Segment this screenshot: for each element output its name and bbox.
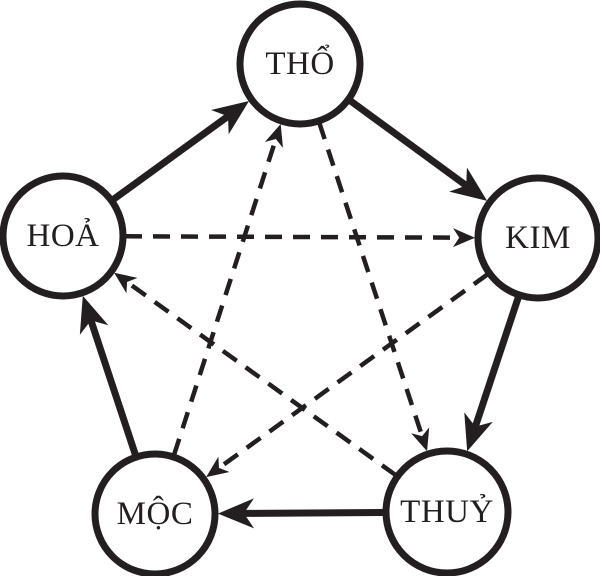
edge-hoa-tho-line — [111, 111, 234, 203]
edge-moc-tho-arrowhead — [264, 123, 283, 148]
edge-moc-hoa-arrowhead — [79, 295, 109, 335]
edge-hoa-kim-arrowhead — [452, 228, 476, 248]
edge-thuy-hoa-arrowhead — [114, 272, 138, 294]
edge-moc-hoa-line — [86, 315, 139, 457]
node-circle-kim — [474, 174, 600, 302]
node-circle-moc — [91, 450, 219, 576]
node-label-moc: MỘC — [117, 494, 194, 532]
edge-kim-moc-arrowhead — [206, 456, 230, 478]
node-circle-thuy — [382, 447, 512, 576]
edge-tho-thuy-arrowhead — [411, 427, 430, 452]
edge-thuy-hoa-line — [123, 278, 398, 478]
edge-tho-kim-arrowhead — [449, 167, 488, 201]
edge-thuy-moc-line — [240, 508, 385, 517]
node-label-tho: THỔ — [265, 43, 334, 82]
edge-kim-moc-line — [215, 272, 490, 472]
node-label-thuy: THUỶ — [400, 493, 494, 530]
node-label-hoa: HOẢ — [27, 217, 100, 254]
edge-tho-thuy-line — [317, 122, 425, 439]
node-circle-tho — [236, 0, 364, 128]
edge-kim-thuy-arrowhead — [464, 412, 493, 452]
edge-moc-tho-line — [171, 136, 279, 456]
node-circle-hoa — [0, 172, 127, 300]
edge-thuy-moc-arrowhead — [217, 498, 255, 529]
edge-hoa-tho-arrowhead — [211, 101, 250, 135]
edge-tho-kim-line — [347, 97, 472, 191]
edge-kim-thuy-line — [470, 295, 522, 432]
edge-hoa-kim-line — [124, 234, 462, 240]
node-label-kim: KIM — [505, 220, 571, 256]
